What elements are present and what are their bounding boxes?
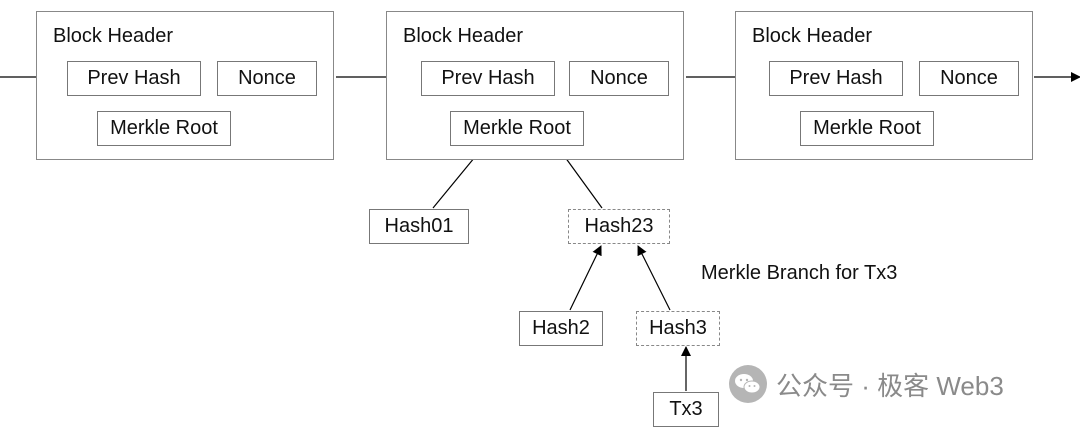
merkle-root-field: Merkle Root — [97, 111, 231, 146]
nonce-field: Nonce — [217, 61, 317, 96]
block-header-1: Block Header Prev Hash Nonce Merkle Root — [36, 11, 334, 160]
prev-hash-field: Prev Hash — [769, 61, 903, 96]
prev-hash-field: Prev Hash — [421, 61, 555, 96]
nonce-field: Nonce — [569, 61, 669, 96]
hash2-node: Hash2 — [519, 311, 603, 346]
watermark-text: 公众号 · 极客 Web3 — [776, 370, 1004, 401]
block-header-3: Block Header Prev Hash Nonce Merkle Root — [735, 11, 1033, 160]
nonce-field: Nonce — [919, 61, 1019, 96]
merkle-root-field: Merkle Root — [800, 111, 934, 146]
merkle-branch-label: Merkle Branch for Tx3 — [701, 262, 898, 284]
arrow-hash3-to-hash23 — [637, 245, 671, 311]
block-header-2: Block Header Prev Hash Nonce Merkle Root — [386, 11, 684, 160]
watermark: 公众号 · 极客 Web3 — [728, 364, 1004, 404]
tx3-node: Tx3 — [653, 392, 719, 427]
hash01-node: Hash01 — [369, 209, 469, 244]
prev-hash-field: Prev Hash — [67, 61, 201, 96]
hash3-node: Hash3 — [636, 311, 720, 346]
block-header-title: Block Header — [53, 25, 174, 47]
wechat-logo-icon — [729, 365, 767, 403]
merkle-root-field: Merkle Root — [450, 111, 584, 146]
arrow-hash2-to-hash23 — [569, 245, 602, 311]
block-header-title: Block Header — [403, 25, 524, 47]
hash23-node: Hash23 — [568, 209, 670, 244]
block-header-title: Block Header — [752, 25, 873, 47]
